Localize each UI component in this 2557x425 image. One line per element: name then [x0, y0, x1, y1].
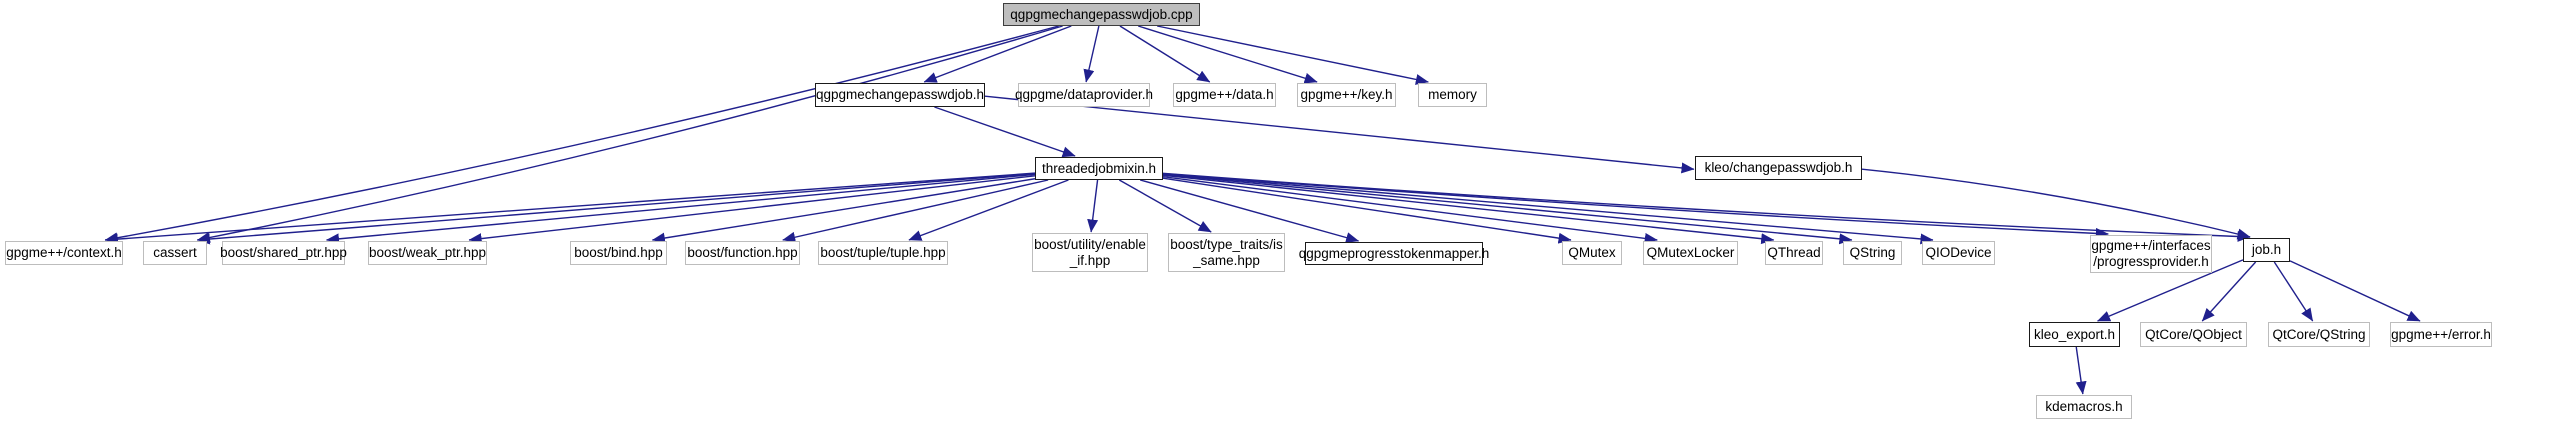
- edge-mixin-enable_if: [1087, 179, 1099, 233]
- node-job[interactable]: job.h: [2243, 238, 2290, 262]
- edge-mixin-job: [1162, 172, 2251, 242]
- node-shared_ptr: boost/shared_ptr.hpp: [220, 241, 347, 265]
- node-context: gpgme++/context.h: [5, 241, 123, 265]
- edge-mixin-shared_ptr: [326, 173, 1036, 245]
- edge-mixin-qmutexlocker: [1162, 176, 1658, 244]
- node-qthread: QThread: [1765, 241, 1823, 265]
- edge-job-qtcore_qobject: [2201, 261, 2257, 322]
- edge-mixin-qthread: [1162, 174, 1775, 245]
- node-error_h: gpgme++/error.h: [2390, 322, 2492, 347]
- edge-mixin-context: [104, 172, 1036, 245]
- node-function: boost/function.hpp: [685, 241, 800, 265]
- edge-cpp-cassert: [196, 25, 1063, 243]
- edge-mixin-qiodevice: [1162, 173, 1934, 245]
- node-kdemacros: kdemacros.h: [2036, 395, 2132, 419]
- edge-mixin-function: [782, 179, 1049, 243]
- edge-mixin-tokenmapper: [1139, 179, 1360, 243]
- node-changepasswd[interactable]: kleo/changepasswdjob.h: [1695, 156, 1862, 180]
- edge-mixin-cassert: [196, 172, 1036, 245]
- node-tokenmapper[interactable]: qgpgmeprogresstokenmapper.h: [1299, 242, 1489, 265]
- node-tuple: boost/tuple/tuple.hpp: [818, 241, 948, 265]
- node-qtcore_qobject: QtCore/QObject: [2140, 322, 2247, 347]
- edge-mixin-qmutex: [1162, 177, 1572, 244]
- edge-qgpgme_h-mixin: [934, 106, 1076, 158]
- edge-mixin-tuple: [908, 179, 1069, 241]
- node-weak_ptr: boost/weak_ptr.hpp: [368, 241, 487, 265]
- node-kleo_export[interactable]: kleo_export.h: [2029, 322, 2120, 347]
- edge-cpp-dataprovider: [1083, 25, 1100, 83]
- edge-cpp-key_h: [1138, 25, 1318, 84]
- node-qgpgme_h[interactable]: qgpgmechangepasswdjob.h: [815, 83, 985, 107]
- node-progressprovider: gpgme++/interfaces /progressprovider.h: [2090, 235, 2212, 273]
- node-mixin[interactable]: threadedjobmixin.h: [1035, 157, 1163, 180]
- node-is_same: boost/type_traits/is _same.hpp: [1168, 233, 1285, 272]
- node-qstring: QString: [1843, 241, 1902, 265]
- edge-changepasswd-job: [1861, 168, 2251, 240]
- edge-mixin-is_same: [1118, 179, 1212, 233]
- node-bind: boost/bind.hpp: [570, 241, 667, 265]
- node-memory: memory: [1418, 83, 1487, 107]
- edge-kleo_export-kdemacros: [2075, 346, 2087, 395]
- node-data_h: gpgme++/data.h: [1173, 83, 1276, 107]
- edge-job-kleo_export: [2097, 259, 2244, 322]
- edge-mixin-weak_ptr: [468, 175, 1036, 245]
- node-dataprovider: qgpgme/dataprovider.h: [1015, 83, 1153, 107]
- edge-cpp-context: [104, 25, 1059, 244]
- node-qiodevice: QIODevice: [1922, 241, 1995, 265]
- node-cpp: qgpgmechangepasswdjob.cpp: [1003, 3, 1200, 26]
- edge-mixin-qstring: [1162, 173, 1853, 245]
- edge-job-error_h: [2289, 260, 2421, 322]
- node-enable_if: boost/utility/enable _if.hpp: [1032, 233, 1148, 272]
- edge-mixin-bind: [651, 178, 1036, 244]
- node-key_h: gpgme++/key.h: [1297, 83, 1396, 107]
- node-cassert: cassert: [143, 241, 207, 265]
- node-qtcore_qstring: QtCore/QString: [2268, 322, 2370, 347]
- edge-cpp-qgpgme_h: [923, 25, 1072, 83]
- edge-qgpgme_h-changepasswd: [984, 95, 1695, 174]
- node-qmutexlocker: QMutexLocker: [1643, 241, 1738, 265]
- edge-job-qtcore_qstring: [2273, 261, 2314, 322]
- edge-cpp-memory: [1157, 25, 1429, 85]
- edge-mixin-progressprovider: [1162, 172, 2109, 239]
- edge-cpp-data_h: [1119, 25, 1211, 83]
- node-qmutex: QMutex: [1562, 241, 1622, 265]
